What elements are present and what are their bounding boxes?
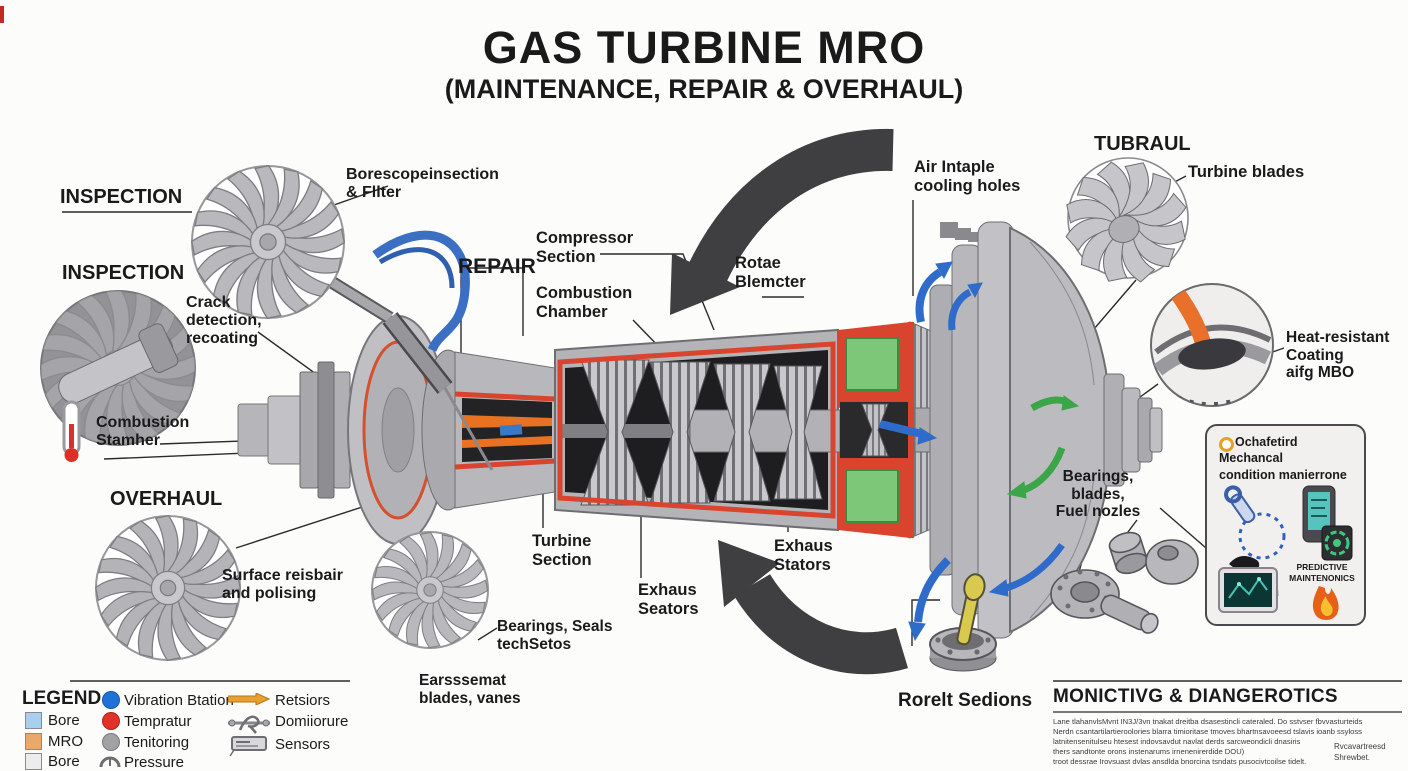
edge-artifact xyxy=(0,6,4,23)
arrow-head-bottom xyxy=(718,540,780,607)
legend-label: Retsiors xyxy=(275,692,331,709)
vibration-screen-icon xyxy=(1321,525,1353,561)
monitoring-heading: MONICTIVG & DIANGEROTICS xyxy=(1053,686,1338,707)
legend-dot-temperature xyxy=(102,712,120,730)
label-bearings-blades: Bearings, blades, Fuel nozles xyxy=(1055,468,1141,521)
label-combustion-chamber: Combustion Chamber xyxy=(536,284,633,321)
legend-dot-vibration xyxy=(102,691,120,709)
panel-predictive-label: PREDICTIVE MAINTENONICS xyxy=(1289,562,1355,584)
label-bearings-seals: Bearings, Seals techSetos xyxy=(497,618,613,653)
legend-label: Bore xyxy=(48,753,80,770)
label-repair: REPAIR xyxy=(458,255,536,278)
process-arrows xyxy=(670,128,908,675)
monitoring-text-line: troot dessrae Irovsuast dvlas ansdlda bn… xyxy=(1053,757,1307,766)
page-title: GAS TURBINE MRO xyxy=(482,22,926,73)
legend-label: Vibration Btation xyxy=(124,692,234,709)
legend-label: Domiiorure xyxy=(275,713,349,730)
arrow-head-top xyxy=(670,253,740,315)
heat-coating-circle xyxy=(1150,283,1274,407)
monitoring-text-line: Nerdn csantartilartieroolories blarra ti… xyxy=(1053,727,1362,736)
status-ring-icon xyxy=(1219,437,1234,452)
legend-title: LEGEND xyxy=(22,688,102,709)
toggle-switch xyxy=(929,573,997,672)
legend-label: Tenitoring xyxy=(124,734,190,751)
orange-arrow-icon xyxy=(228,693,270,705)
monitoring-text-line: Lane tlahanvlsMvnt IN3J/3vn tnakat dreit… xyxy=(1053,717,1363,726)
monitoring-text-line: thers sandtonte orons instenarums irnene… xyxy=(1053,747,1245,756)
legend-dot-monitoring xyxy=(102,733,120,751)
diagnostics-monitor-icon xyxy=(1218,567,1278,613)
label-turbine-section: Turbine Section xyxy=(532,532,592,569)
label-air-intake: Air Intaple cooling holes xyxy=(914,158,1021,195)
panel-title: Ochafetird Mechancal condition manierron… xyxy=(1219,435,1347,482)
flow-arrows xyxy=(879,261,1080,642)
page-subtitle: (MAINTENANCE, REPAIR & OVERHAUL) xyxy=(444,74,964,104)
legend-label: Bore xyxy=(48,712,80,729)
legend-label: Tempratur xyxy=(124,713,192,730)
caliper-tool-icon xyxy=(228,715,270,734)
spare-parts xyxy=(1050,531,1199,634)
monitoring-side-text: Shrewbet. xyxy=(1334,753,1371,762)
yellow-lever xyxy=(956,573,986,646)
label-heat-resistant: Heat-resistant Coating aifg MBO xyxy=(1286,329,1390,382)
label-rorelt-sedions: Rorelt Sedions xyxy=(898,690,1033,711)
section-rules xyxy=(70,680,1402,713)
legend-label: Sensors xyxy=(275,736,331,753)
legend-swatch-bore-gray xyxy=(25,753,42,770)
label-earsssemat: Earsssemat blades, vanes xyxy=(419,672,521,707)
legend-swatch-mro-orange xyxy=(25,733,42,750)
legend-label: MRO xyxy=(48,733,83,750)
flame-streak xyxy=(462,436,552,448)
label-exhaus-seators: Exhaus Seators xyxy=(638,581,699,618)
label-inspection-2: INSPECTION xyxy=(62,262,185,284)
flame-icon xyxy=(1312,586,1339,620)
legend-swatch-bore-blue xyxy=(25,712,42,729)
turbine-cross-section xyxy=(237,221,1163,639)
overhaul-fan-circle xyxy=(95,515,241,661)
label-compressor-section: Compressor Section xyxy=(536,229,634,266)
tubraul-circle xyxy=(1065,157,1189,283)
cooling-holes xyxy=(940,222,982,242)
monitoring-side-text: Rvcavartreesd xyxy=(1334,742,1386,751)
inspection-fan-circle xyxy=(191,165,345,319)
label-borescope: Borescopeinsection & Fllter xyxy=(346,166,499,202)
bearings-fan-circle xyxy=(371,531,489,649)
label-exhaus-stators: Exhaus Stators xyxy=(774,537,833,574)
label-turbine-blades: Turbine blades xyxy=(1188,163,1305,181)
panel-icons xyxy=(1218,485,1353,620)
predictive-maintenance-panel: Ochafetird Mechancal condition manierron… xyxy=(1205,424,1366,626)
monitoring-text-line: latnitensenitulseu htesest indovsavdut n… xyxy=(1053,737,1301,746)
pressure-gauge-icon xyxy=(99,756,121,768)
label-overhaul: OVERHAUL xyxy=(110,488,223,510)
label-combustion-stamer: Combustion Stamher xyxy=(96,414,190,450)
label-surface-repair: Surface reisbair and polising xyxy=(222,567,343,603)
sensor-icon xyxy=(229,736,267,757)
label-inspection-1: INSPECTION xyxy=(60,186,183,208)
thermometer-icon xyxy=(62,400,81,462)
label-rotae-blemcter: Rotae Blemcter xyxy=(735,254,806,291)
label-crack-detection: Crack detection, recoating xyxy=(186,294,262,348)
flame-streak xyxy=(462,415,552,428)
label-tubraul: TUBRAUL xyxy=(1094,133,1191,155)
legend-label: Pressure xyxy=(124,754,185,771)
